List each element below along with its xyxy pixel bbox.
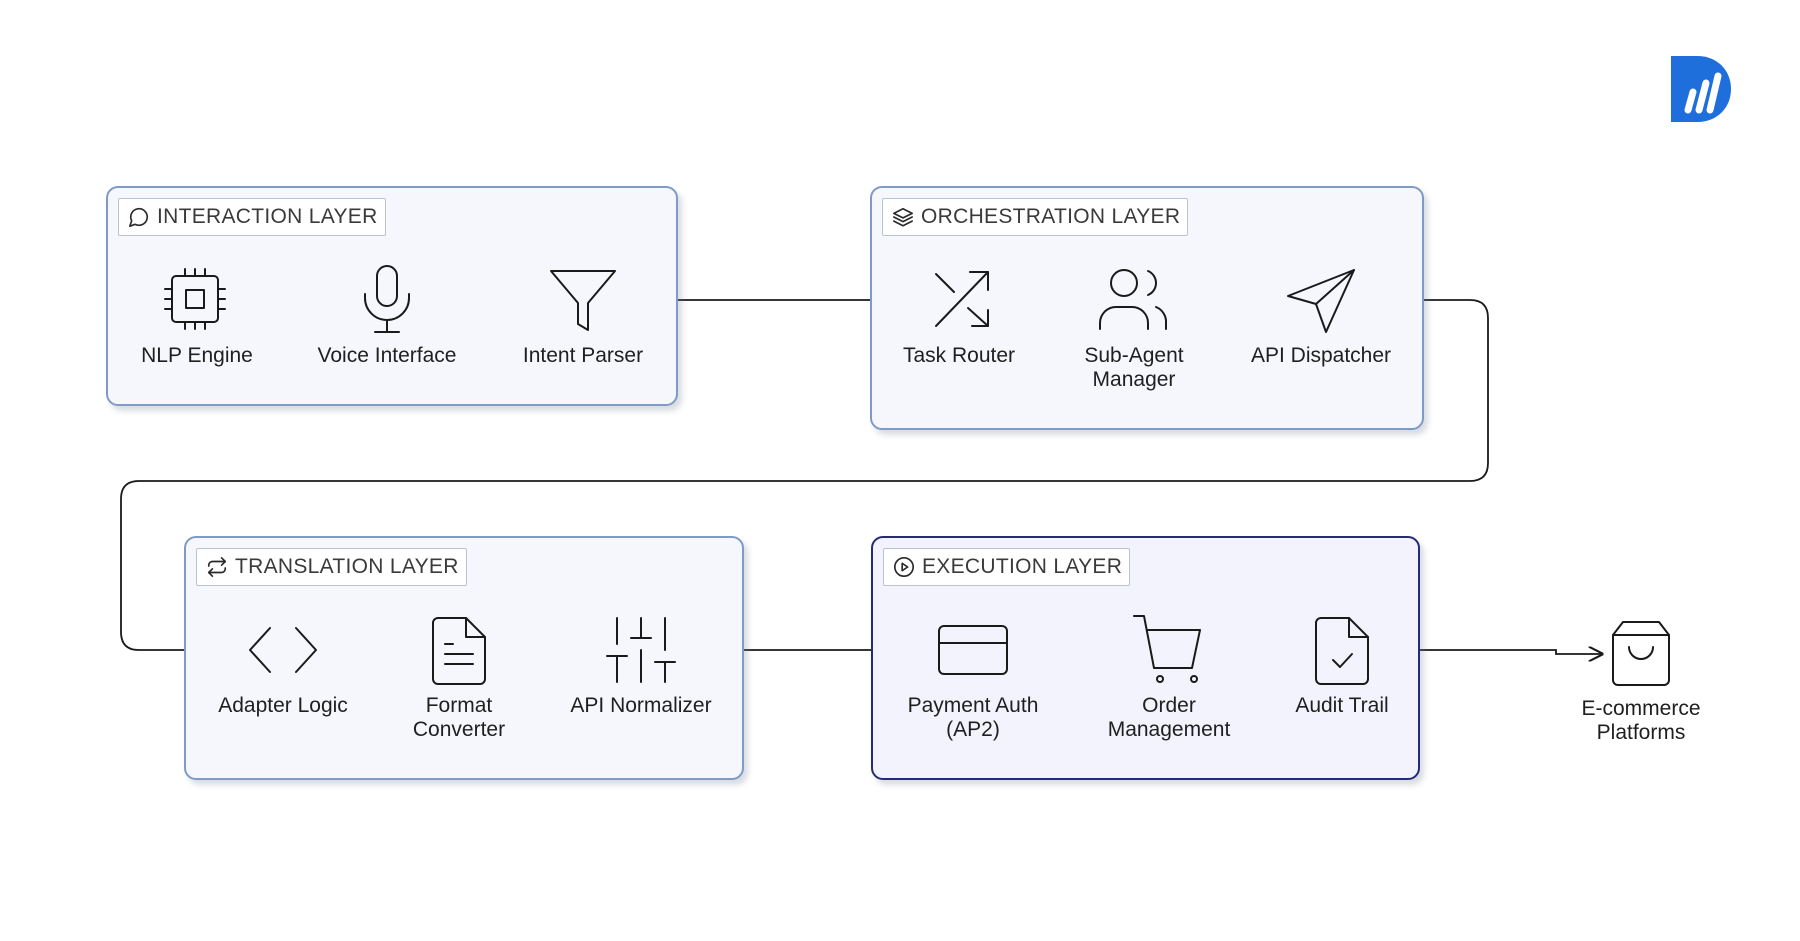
file-check-icon bbox=[1313, 616, 1371, 686]
execution-layer-title: EXECUTION LAYER bbox=[922, 555, 1123, 578]
task-router-label: Task Router bbox=[902, 344, 1016, 367]
translation-layer-title: TRANSLATION LAYER bbox=[235, 555, 459, 578]
format-converter-label: Format Converter bbox=[412, 694, 506, 741]
shuffle-icon bbox=[930, 268, 994, 332]
microphone-icon bbox=[359, 262, 415, 338]
orchestration-layer-tag: ORCHESTRATION LAYER bbox=[882, 198, 1189, 236]
adapter-logic-label: Adapter Logic bbox=[218, 694, 348, 717]
send-icon bbox=[1286, 266, 1358, 334]
voice-interface-label: Voice Interface bbox=[317, 344, 457, 367]
shopping-cart-icon bbox=[1132, 614, 1208, 686]
order-management-label: Order Management bbox=[1107, 694, 1231, 741]
api-normalizer-label: API Normalizer bbox=[570, 694, 712, 717]
intent-parser-label: Intent Parser bbox=[522, 344, 644, 367]
audit-trail-label: Audit Trail bbox=[1295, 694, 1389, 717]
ecommerce-platforms-label: E-commerce Platforms bbox=[1581, 697, 1701, 744]
layers-stack-icon bbox=[893, 207, 913, 227]
credit-card-icon bbox=[937, 624, 1009, 676]
shopping-bag-icon bbox=[1611, 620, 1671, 686]
users-icon bbox=[1096, 266, 1172, 332]
code-brackets-icon bbox=[246, 624, 320, 676]
funnel-icon bbox=[548, 268, 618, 332]
sub-agent-manager-label: Sub-Agent Manager bbox=[1084, 344, 1184, 391]
interaction-layer-tag: INTERACTION LAYER bbox=[118, 198, 386, 236]
logo-icon bbox=[1671, 56, 1731, 122]
payment-auth-label: Payment Auth (AP2) bbox=[907, 694, 1039, 741]
translation-layer-tag: TRANSLATION LAYER bbox=[196, 548, 467, 586]
play-circle-icon bbox=[894, 557, 914, 577]
arrow-audit-to-ecommerce bbox=[1380, 650, 1602, 654]
execution-layer-tag: EXECUTION LAYER bbox=[883, 548, 1131, 586]
api-dispatcher-label: API Dispatcher bbox=[1250, 344, 1392, 367]
orchestration-layer-title: ORCHESTRATION LAYER bbox=[921, 205, 1181, 228]
nlp-engine-label: NLP Engine bbox=[141, 344, 253, 367]
repeat-arrows-icon bbox=[207, 557, 227, 577]
document-icon bbox=[430, 616, 488, 686]
interaction-layer-title: INTERACTION LAYER bbox=[157, 205, 378, 228]
cpu-chip-icon bbox=[160, 266, 232, 334]
sliders-icon bbox=[605, 616, 677, 684]
arrow-dispatcher-to-adapter bbox=[120, 299, 1489, 650]
chat-bubble-icon bbox=[129, 207, 149, 227]
